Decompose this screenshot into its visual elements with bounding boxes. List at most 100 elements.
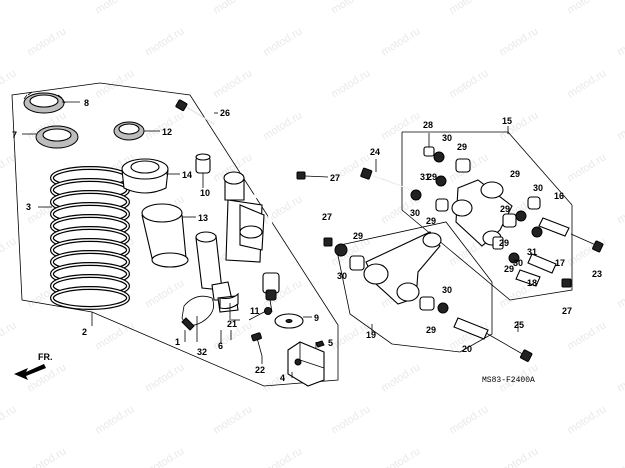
watermark-text: motod.ru xyxy=(379,445,422,468)
callout-number: 27 xyxy=(562,306,572,316)
callout-number: 30 xyxy=(513,258,523,268)
callout-number: 6 xyxy=(218,341,223,351)
bump-rubber-part xyxy=(141,203,189,268)
watermark-text: motod.ru xyxy=(143,277,186,310)
watermark-text: motod.ru xyxy=(211,403,254,436)
link-bushings xyxy=(410,146,543,264)
callout-number: 5 xyxy=(328,338,333,348)
upper-spring-seat-part xyxy=(113,121,145,141)
arm-lower-bolt-part xyxy=(485,332,533,362)
callout-number: 13 xyxy=(198,213,208,223)
spring-coil xyxy=(51,287,129,309)
callout-number: 29 xyxy=(426,325,436,335)
upper-mount-nut-part xyxy=(296,171,306,180)
front-direction-arrow-icon: FR. xyxy=(14,352,53,380)
callout-number: 27 xyxy=(330,173,340,183)
watermark-text: motod.ru xyxy=(565,319,608,352)
arm-upper-bolt-part xyxy=(360,167,413,191)
callout-number: 16 xyxy=(554,191,564,201)
watermark-text: motod.ru xyxy=(615,361,625,394)
shock-arm-part xyxy=(363,231,442,305)
callout-number: 29 xyxy=(353,231,363,241)
watermark-text: motod.ru xyxy=(0,235,18,268)
lock-nut-part xyxy=(23,91,66,114)
watermark-text: motod.ru xyxy=(25,361,68,394)
watermark-text: motod.ru xyxy=(93,67,136,100)
callout-number: 25 xyxy=(514,320,524,330)
watermark-text: motod.ru xyxy=(143,109,186,142)
watermark-text: motod.ru xyxy=(143,445,186,468)
callout-number: 30 xyxy=(533,183,543,193)
watermark-text: motod.ru xyxy=(0,403,18,436)
callout-number: 1 xyxy=(175,337,180,347)
watermark-text: motod.ru xyxy=(25,25,68,58)
callout-number: 32 xyxy=(197,347,207,357)
hose-clamp-part xyxy=(181,295,215,331)
callout-number: 29 xyxy=(499,238,509,248)
watermark-text: motod.ru xyxy=(379,361,422,394)
direction-label: FR. xyxy=(38,352,53,362)
arm-bushings xyxy=(323,237,449,314)
callout-number: 28 xyxy=(423,120,433,130)
callout-number: 23 xyxy=(592,269,602,279)
callout-number: 21 xyxy=(227,319,237,329)
link-sleeves xyxy=(515,217,570,287)
watermark-text: motod.ru xyxy=(447,67,490,100)
callout-labels: 1234567891011121314151617181920212223242… xyxy=(12,98,602,383)
reservoir-band-part xyxy=(219,292,239,310)
watermark-text: motod.ru xyxy=(0,67,18,100)
watermark-text: motod.ru xyxy=(565,0,608,17)
callout-number: 31 xyxy=(420,172,430,182)
watermark-text: motod.ru xyxy=(261,445,304,468)
watermark-text: motod.ru xyxy=(379,109,422,142)
watermark-text: motod.ru xyxy=(93,319,136,352)
callout-number: 30 xyxy=(337,271,347,281)
callout-number: 17 xyxy=(555,258,565,268)
shock-link-part xyxy=(451,179,513,247)
callout-number: 12 xyxy=(162,127,172,137)
watermark-text: motod.ru xyxy=(329,403,372,436)
watermark-text: motod.ru xyxy=(93,0,136,17)
bracket-bolt-part xyxy=(251,332,263,357)
watermark-text: motod.ru xyxy=(261,109,304,142)
callout-number: 20 xyxy=(462,344,472,354)
diagram-code: MS83-F2400A xyxy=(482,376,535,385)
callout-number: 29 xyxy=(510,169,520,179)
watermark-text: motod.ru xyxy=(615,445,625,468)
watermark-text: motod.ru xyxy=(615,25,625,58)
watermark-text: motod.ru xyxy=(261,25,304,58)
spring-guide-part xyxy=(121,158,169,194)
watermark-text: motod.ru xyxy=(143,25,186,58)
watermark-text: motod.ru xyxy=(0,0,18,17)
callout-number: 7 xyxy=(12,130,17,140)
watermark-text: motod.ru xyxy=(211,0,254,17)
arm-group-outline xyxy=(335,221,493,353)
callout-number: 2 xyxy=(82,327,87,337)
watermark-text: motod.ru xyxy=(329,0,372,17)
callout-number: 30 xyxy=(410,208,420,218)
watermark-text: motod.ru xyxy=(0,319,18,352)
watermark-text: motod.ru xyxy=(497,25,540,58)
watermark-text: motod.ru xyxy=(615,277,625,310)
watermark-text: motod.ru xyxy=(211,67,254,100)
callout-number: 15 xyxy=(502,116,512,126)
callout-number: 31 xyxy=(527,247,537,257)
upper-mount-bolt-part xyxy=(175,99,215,125)
arm-sleeve-part xyxy=(453,317,489,340)
watermark-text: motod.ru xyxy=(565,151,608,184)
shock-group-outline xyxy=(11,82,339,387)
watermark-text: motod.ru xyxy=(25,445,68,468)
watermark-text: motod.ru xyxy=(565,403,608,436)
small-nut-part xyxy=(264,307,272,315)
callout-number: 8 xyxy=(84,98,89,108)
callout-number: 11 xyxy=(250,306,260,316)
link-nut-part xyxy=(561,278,572,288)
washer-part xyxy=(274,313,304,329)
watermark-text: motod.ru xyxy=(447,403,490,436)
callout-number: 30 xyxy=(442,133,452,143)
callout-number: 14 xyxy=(182,170,192,180)
callout-number: 29 xyxy=(500,204,510,214)
spring-seat-ring-part xyxy=(35,125,79,149)
upper-mount-bushing-part xyxy=(195,153,211,174)
coil-spring-part xyxy=(50,166,130,310)
